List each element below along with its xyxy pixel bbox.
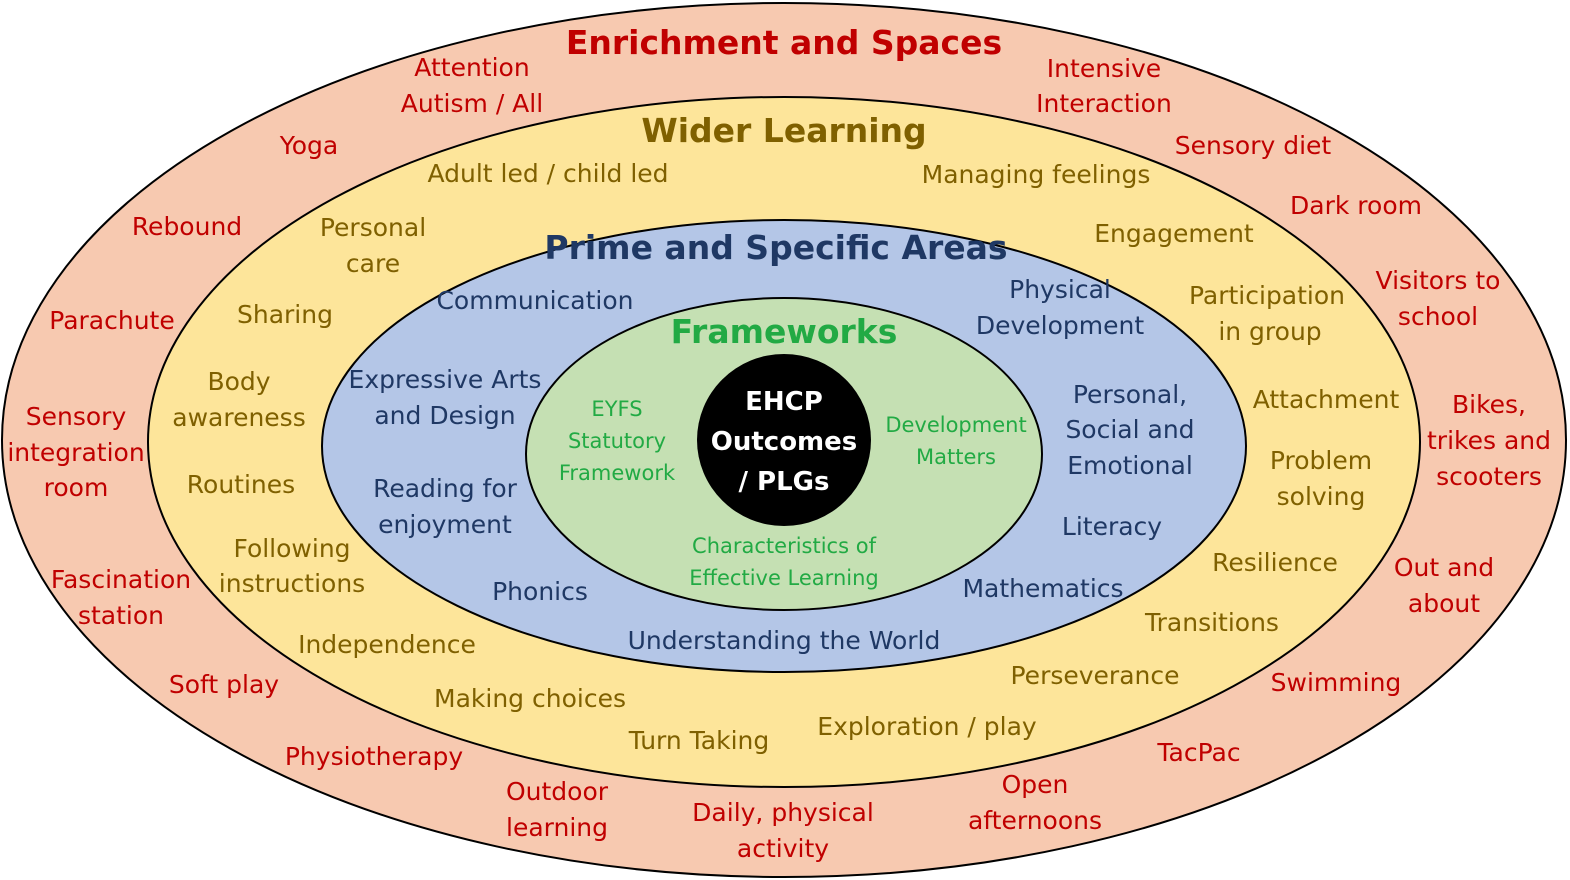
attachment-label: Attachment — [1253, 385, 1400, 414]
sensory-room-label: Sensory — [26, 402, 127, 431]
center-line: EHCP — [745, 387, 823, 417]
participation-label: in group — [1218, 317, 1321, 346]
attention-label: Attention — [414, 53, 529, 82]
intensive-label: Interaction — [1036, 89, 1172, 118]
attention-label: Autism / All — [401, 89, 543, 118]
tacpac-label: TacPac — [1156, 738, 1240, 767]
center-line: / PLGs — [739, 467, 830, 497]
eyfs-label: EYFS — [591, 397, 642, 421]
outdoor-label: Outdoor — [506, 777, 609, 806]
following-label: instructions — [219, 569, 365, 598]
wider-title: Wider Learning — [641, 111, 926, 150]
intensive-label: Intensive — [1047, 54, 1161, 83]
world-label: Understanding the World — [628, 626, 941, 655]
parachute-label: Parachute — [49, 306, 175, 335]
perseverance-label: Perseverance — [1011, 661, 1180, 690]
center-circle — [697, 354, 871, 526]
mathematics-label: Mathematics — [962, 574, 1123, 603]
sharing-label: Sharing — [237, 300, 333, 329]
turn-taking-label: Turn Taking — [628, 726, 770, 755]
psed-label: Personal, — [1073, 380, 1187, 409]
characteristics-label: Effective Learning — [689, 566, 878, 590]
psed-label: Social and — [1065, 415, 1194, 444]
fascination-label: Fascination — [51, 565, 191, 594]
enrichment-title: Enrichment and Spaces — [566, 23, 1002, 62]
following-label: Following — [233, 534, 350, 563]
expressive-label: Expressive Arts — [349, 365, 542, 394]
visitors-label: Visitors to — [1376, 266, 1501, 295]
transitions-label: Transitions — [1144, 608, 1279, 637]
bikes-label: trikes and — [1427, 426, 1551, 455]
physiotherapy-label: Physiotherapy — [285, 742, 463, 771]
communication-label: Communication — [436, 286, 633, 315]
wider-labels: Adult led / child led Managing feelings … — [172, 159, 1399, 755]
independence-label: Independence — [298, 630, 476, 659]
characteristics-label: Characteristics of — [692, 534, 877, 558]
enrichment-labels: Attention Autism / All Intensive Interac… — [7, 53, 1551, 863]
swimming-label: Swimming — [1271, 668, 1402, 697]
problem-solving-label: Problem — [1270, 446, 1372, 475]
routines-label: Routines — [187, 470, 295, 499]
yoga-label: Yoga — [279, 131, 338, 160]
physical-label: Development — [976, 311, 1144, 340]
open-afternoons-label: afternoons — [968, 806, 1102, 835]
sensory-room-label: integration — [7, 438, 144, 467]
daily-activity-label: activity — [737, 834, 829, 863]
participation-label: Participation — [1189, 281, 1345, 310]
bikes-label: scooters — [1436, 462, 1542, 491]
out-about-label: Out and — [1394, 553, 1494, 582]
prime-title: Prime and Specific Areas — [544, 228, 1007, 267]
rebound-label: Rebound — [132, 212, 242, 241]
making-choices-label: Making choices — [434, 684, 626, 713]
body-awareness-label: awareness — [172, 403, 305, 432]
psed-label: Emotional — [1067, 451, 1193, 480]
reading-label: enjoyment — [378, 510, 512, 539]
dark-room-label: Dark room — [1290, 191, 1422, 220]
soft-play-label: Soft play — [169, 670, 279, 699]
engagement-label: Engagement — [1094, 219, 1254, 248]
reading-label: Reading for — [373, 474, 518, 503]
daily-activity-label: Daily, physical — [692, 798, 874, 827]
bikes-label: Bikes, — [1452, 390, 1526, 419]
development-matters-label: Development — [885, 413, 1026, 437]
out-about-label: about — [1408, 589, 1480, 618]
eyfs-label: Statutory — [568, 429, 666, 453]
fascination-label: station — [78, 601, 164, 630]
resilience-label: Resilience — [1212, 548, 1338, 577]
sensory-diet-label: Sensory diet — [1175, 131, 1332, 160]
sensory-room-label: room — [44, 473, 109, 502]
phonics-label: Phonics — [492, 577, 588, 606]
development-matters-label: Matters — [916, 445, 996, 469]
frameworks-labels: EYFS Statutory Framework Development Mat… — [559, 397, 1027, 590]
eyfs-label: Framework — [559, 461, 676, 485]
adult-led-label: Adult led / child led — [427, 159, 668, 188]
prime-labels: Communication Physical Development Expre… — [349, 275, 1195, 655]
exploration-label: Exploration / play — [817, 712, 1037, 741]
feelings-label: Managing feelings — [922, 160, 1151, 189]
personal-care-label: care — [346, 249, 400, 278]
visitors-label: school — [1398, 302, 1478, 331]
physical-label: Physical — [1009, 275, 1111, 304]
expressive-label: and Design — [374, 401, 515, 430]
outdoor-label: learning — [506, 813, 608, 842]
center-line: Outcomes — [711, 427, 858, 457]
problem-solving-label: solving — [1277, 482, 1366, 511]
center-label: EHCP Outcomes / PLGs — [711, 387, 858, 497]
body-awareness-label: Body — [207, 367, 270, 396]
frameworks-title: Frameworks — [671, 312, 898, 351]
open-afternoons-label: Open — [1002, 770, 1069, 799]
personal-care-label: Personal — [320, 213, 426, 242]
literacy-label: Literacy — [1062, 512, 1162, 541]
